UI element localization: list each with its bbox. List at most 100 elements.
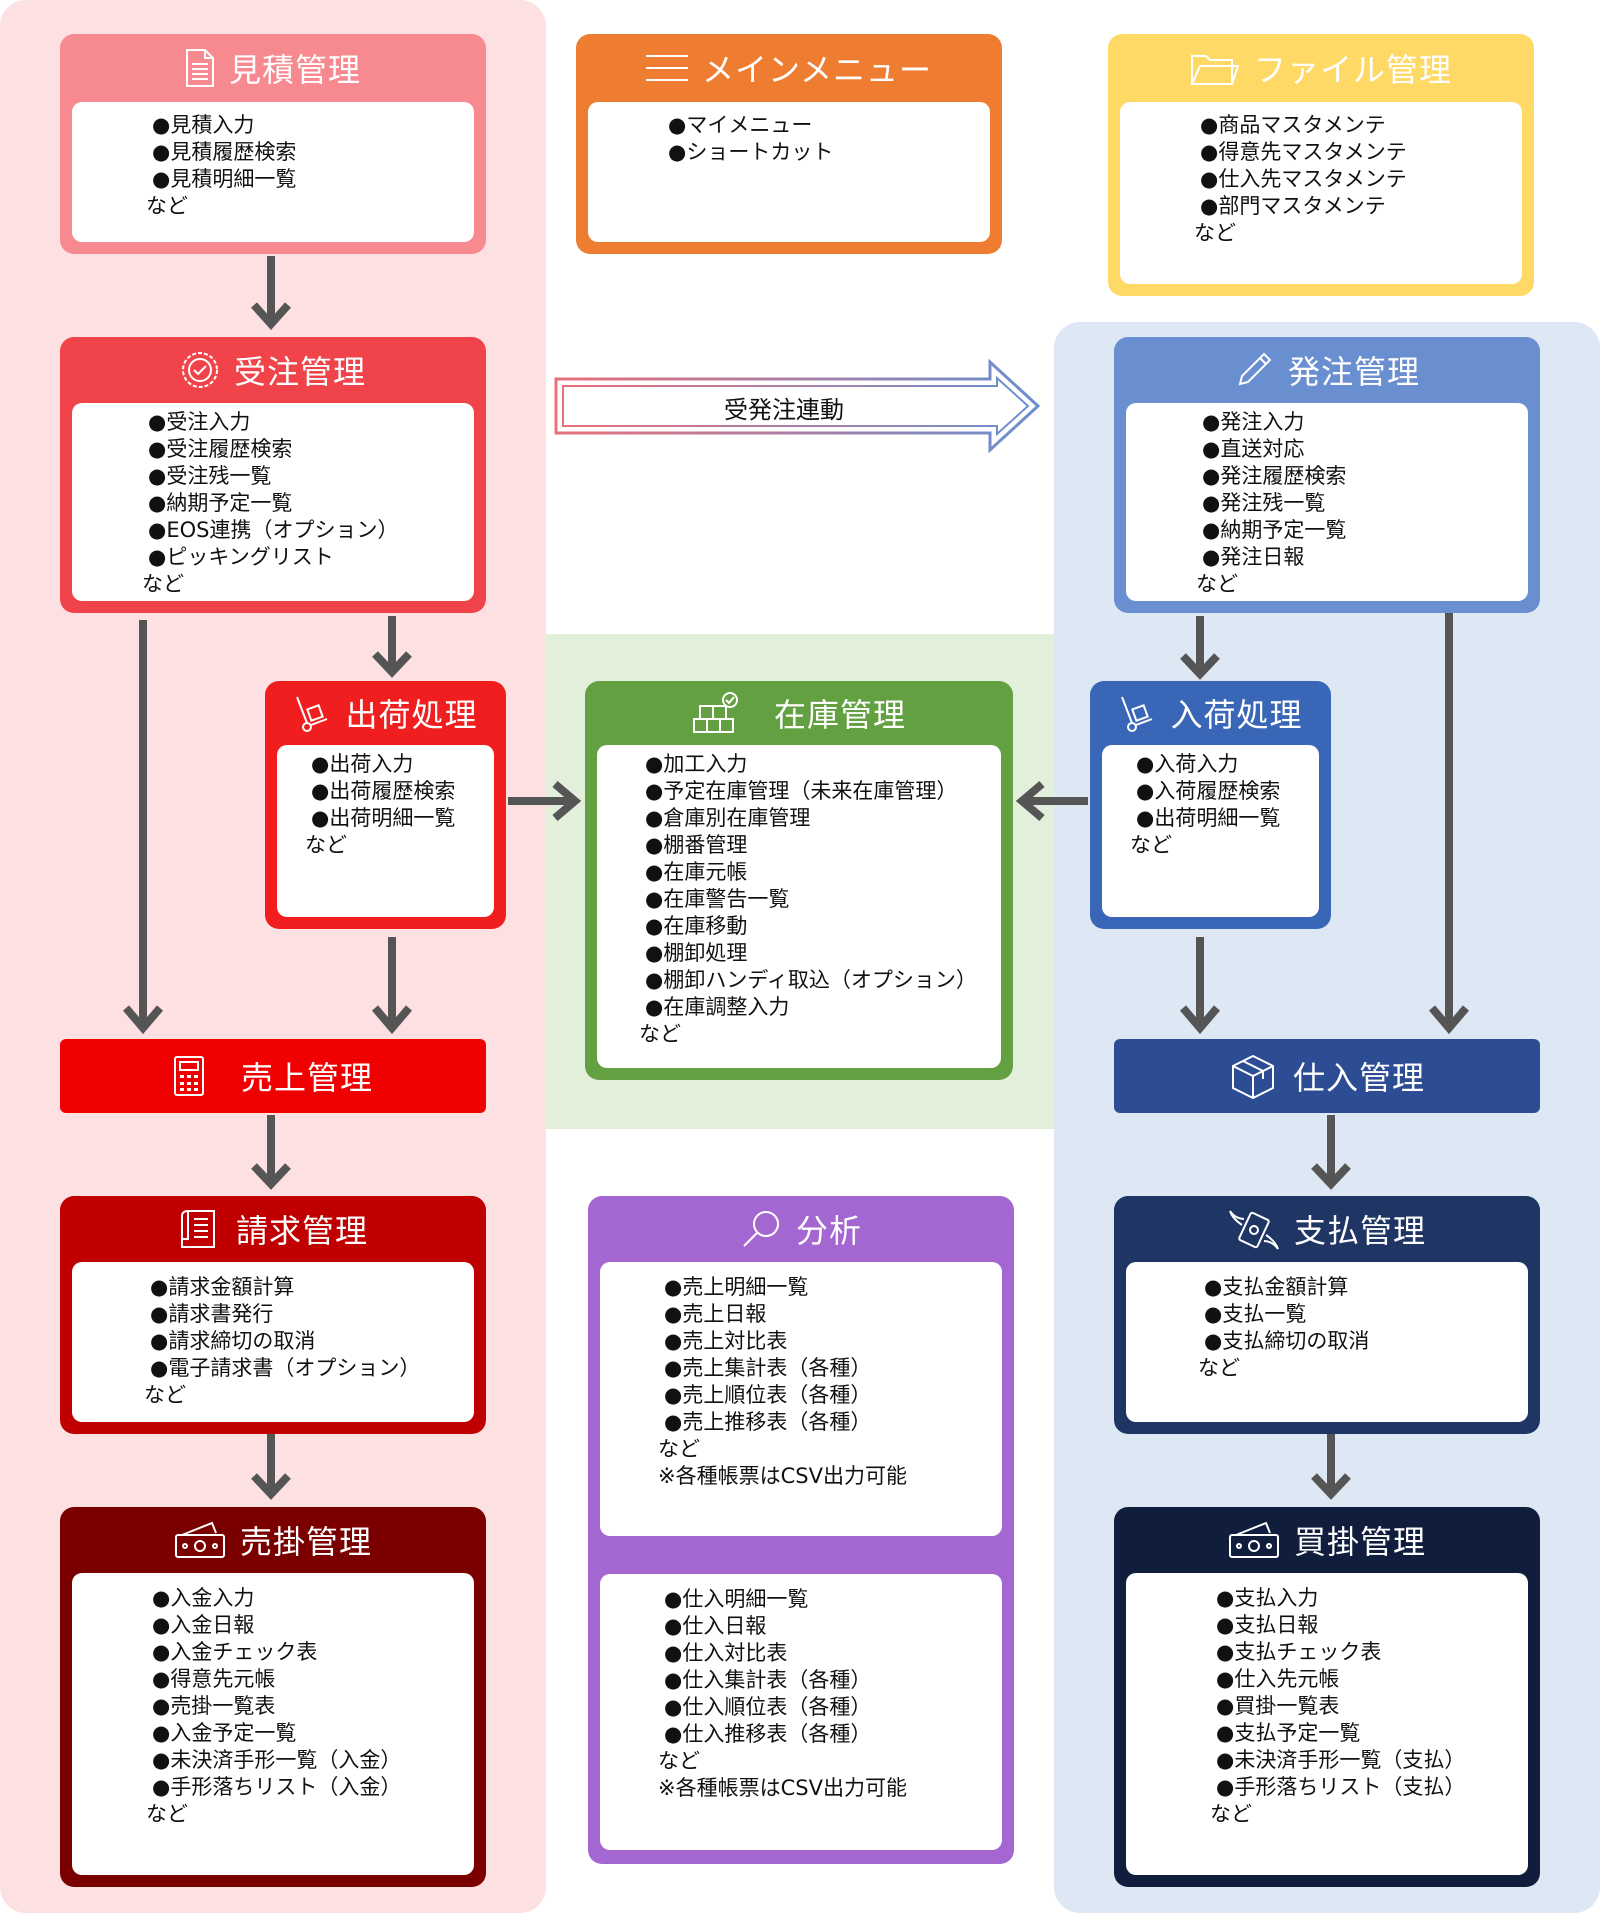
shipping-title: 出荷処理 [345,696,478,734]
list-item: ●受注残一覧 [148,464,272,488]
document-icon [185,49,214,87]
list-item: ●手形落ちリスト（支払） [1216,1775,1466,1799]
receiving-list: ●入荷入力●入荷履歴検索●出荷明細一覧 [1136,751,1319,832]
payable-note: など [1210,1802,1252,1826]
list-item: ●見積入力 [152,113,255,137]
list-item: ●出荷明細一覧 [1136,806,1281,830]
folder-icon [1190,55,1240,85]
list-item: ●売上明細一覧 [664,1275,809,1299]
list-item: ●支払チェック表 [1216,1640,1382,1664]
list-item: ●発注残一覧 [1202,491,1326,515]
shipping-card[interactable]: 出荷処理 ●出荷入力●出荷履歴検索●出荷明細一覧 など [265,681,506,929]
payable-card[interactable]: 買掛管理 ●支払入力●支払日報●支払チェック表●仕入先元帳●買掛一覧表●支払予定… [1114,1507,1540,1887]
payable-body: ●支払入力●支払日報●支払チェック表●仕入先元帳●買掛一覧表●支払予定一覧●未決… [1126,1573,1528,1875]
main-menu-title: メインメニュー [701,51,933,89]
list-item: ●仕入明細一覧 [664,1587,809,1611]
menu-icon [645,55,688,81]
hand-truck-icon [296,696,328,732]
receiving-card[interactable]: 入荷処理 ●入荷入力●入荷履歴検索●出荷明細一覧 など [1090,681,1331,929]
list-item: ●発注履歴検索 [1202,464,1347,488]
main-menu-body: ●マイメニュー●ショートカット [588,102,990,242]
order-card[interactable]: 受注管理 ●受注入力●受注履歴検索●受注残一覧●納期予定一覧●EOS連携（オプシ… [60,337,486,613]
file-list: ●商品マスタメンテ●得意先マスタメンテ●仕入先マスタメンテ●部門マスタメンテ [1200,112,1522,220]
list-item: ●売上推移表（各種） [664,1410,872,1434]
list-item: ●入金チェック表 [152,1640,318,1664]
payment-title: 支払管理 [1293,1212,1426,1250]
link-arrow [554,358,1041,454]
main-menu-card[interactable]: メインメニュー ●マイメニュー●ショートカット [576,34,1002,254]
cash-icon [174,1521,225,1558]
receiving-note: など [1130,833,1172,857]
list-item: ●売上集計表（各種） [664,1356,872,1380]
list-item: ●支払予定一覧 [1216,1721,1361,1745]
list-item: ●仕入集計表（各種） [664,1668,872,1692]
estimate-card[interactable]: 見積管理 ●見積入力●見積履歴検索●見積明細一覧 など [60,34,486,254]
list-item: ●得意先元帳 [152,1667,276,1691]
list-item: ●発注入力 [1202,410,1305,434]
list-item: ●見積履歴検索 [152,140,297,164]
list-item: ●請求金額計算 [150,1275,295,1299]
list-item: ●在庫元帳 [645,860,748,884]
list-item: ●支払一覧 [1204,1302,1307,1326]
analysis-card[interactable]: 分析 ●売上明細一覧●売上日報●売上対比表●売上集計表（各種）●売上順位表（各種… [588,1196,1014,1864]
payment-card[interactable]: 支払管理 ●支払金額計算●支払一覧●支払締切の取消 など [1114,1196,1540,1434]
shipping-list: ●出荷入力●出荷履歴検索●出荷明細一覧 [311,751,494,832]
receivable-list: ●入金入力●入金日報●入金チェック表●得意先元帳●売掛一覧表●入金予定一覧●未決… [152,1585,474,1801]
analysis-purchase-list: ●仕入明細一覧●仕入日報●仕入対比表●仕入集計表（各種）●仕入順位表（各種）●仕… [664,1586,1002,1748]
list-item: ●売掛一覧表 [152,1694,276,1718]
list-item: ●出荷明細一覧 [311,806,456,830]
magnifier-icon [743,1211,779,1247]
list-item: ●直送対応 [1202,437,1305,461]
list-item: ●出荷履歴検索 [311,779,456,803]
billing-body: ●請求金額計算●請求書発行●請求締切の取消●電子請求書（オプション） など [72,1262,474,1422]
inventory-list: ●加工入力●予定在庫管理（未来在庫管理）●倉庫別在庫管理●棚番管理●在庫元帳●在… [645,751,1001,1021]
receiving-body: ●入荷入力●入荷履歴検索●出荷明細一覧 など [1102,745,1319,917]
list-item: ●納期予定一覧 [148,491,293,515]
payable-title: 買掛管理 [1293,1523,1426,1561]
receivable-note: など [146,1802,188,1826]
purchase-order-card[interactable]: 発注管理 ●発注入力●直送対応●発注履歴検索●発注残一覧●納期予定一覧●発注日報… [1114,337,1540,613]
estimate-note: など [146,194,188,218]
link-label: 受発注連動 [724,396,844,424]
analysis-purchase-note: など [658,1749,700,1773]
purchase-order-title: 発注管理 [1287,353,1420,391]
inventory-card[interactable]: 在庫管理 ●加工入力●予定在庫管理（未来在庫管理）●倉庫別在庫管理●棚番管理●在… [585,681,1013,1080]
shipping-note: など [305,833,347,857]
receipt-icon [180,1209,215,1248]
list-item: ●未決済手形一覧（支払） [1216,1748,1466,1772]
shipping-body: ●出荷入力●出荷履歴検索●出荷明細一覧 など [277,745,494,917]
analysis-purchase-body: ●仕入明細一覧●仕入日報●仕入対比表●仕入集計表（各種）●仕入順位表（各種）●仕… [600,1574,1002,1850]
money-wings-icon [1229,1210,1279,1250]
analysis-purchase-csv: ※各種帳票はCSV出力可能 [658,1776,907,1800]
list-item: ●売上順位表（各種） [664,1383,872,1407]
purchase-bar[interactable]: 仕入管理 [1114,1039,1540,1113]
sales-title: 売上管理 [240,1059,373,1097]
list-item: ●入金日報 [152,1613,255,1637]
list-item: ●部門マスタメンテ [1200,194,1386,218]
list-item: ●支払締切の取消 [1204,1329,1370,1353]
estimate-title: 見積管理 [228,51,361,89]
payment-list: ●支払金額計算●支払一覧●支払締切の取消 [1204,1274,1528,1355]
payable-list: ●支払入力●支払日報●支払チェック表●仕入先元帳●買掛一覧表●支払予定一覧●未決… [1216,1585,1528,1801]
file-body: ●商品マスタメンテ●得意先マスタメンテ●仕入先マスタメンテ●部門マスタメンテ な… [1120,102,1522,284]
sales-bar[interactable]: 売上管理 [60,1039,486,1113]
list-item: ●在庫警告一覧 [645,887,790,911]
inventory-note: など [639,1022,681,1046]
list-item: ●得意先マスタメンテ [1200,140,1407,164]
list-item: ●電子請求書（オプション） [150,1356,421,1380]
purchase-order-list: ●発注入力●直送対応●発注履歴検索●発注残一覧●納期予定一覧●発注日報 [1202,409,1528,571]
receivable-card[interactable]: 売掛管理 ●入金入力●入金日報●入金チェック表●得意先元帳●売掛一覧表●入金予定… [60,1507,486,1887]
list-item: ●受注履歴検索 [148,437,293,461]
billing-card[interactable]: 請求管理 ●請求金額計算●請求書発行●請求締切の取消●電子請求書（オプション） … [60,1196,486,1434]
list-item: ●売上日報 [664,1302,767,1326]
list-item: ●未決済手形一覧（入金） [152,1748,402,1772]
estimate-body: ●見積入力●見積履歴検索●見積明細一覧 など [72,102,474,242]
list-item: ●加工入力 [645,752,748,776]
list-item: ●ショートカット [668,140,834,164]
list-item: ●入荷入力 [1136,752,1239,776]
list-item: ●棚番管理 [645,833,748,857]
file-card[interactable]: ファイル管理 ●商品マスタメンテ●得意先マスタメンテ●仕入先マスタメンテ●部門マ… [1108,34,1534,296]
box-icon [1231,1054,1274,1100]
list-item: ●予定在庫管理（未来在庫管理） [645,779,958,803]
list-item: ●仕入日報 [664,1614,767,1638]
